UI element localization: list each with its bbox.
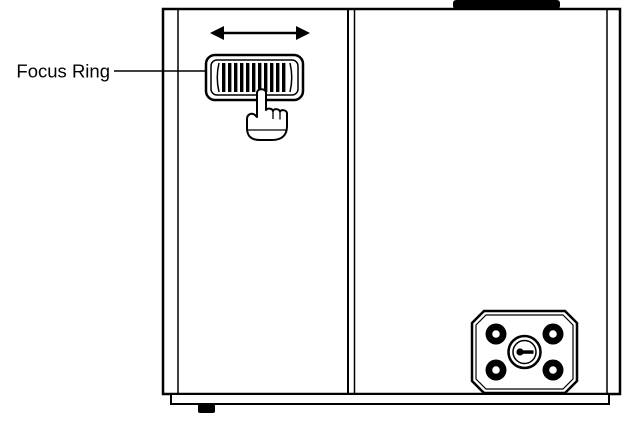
rib xyxy=(246,63,250,92)
keypad-center-button xyxy=(507,334,542,370)
base-strip xyxy=(170,393,610,405)
focus-ring-label: Focus Ring xyxy=(16,61,110,82)
wheel-end-right xyxy=(289,62,293,93)
direction-arrow-icon xyxy=(210,26,310,40)
rib xyxy=(276,63,280,92)
rib xyxy=(282,63,286,92)
rib xyxy=(240,63,244,92)
rib xyxy=(234,63,238,92)
rib xyxy=(270,63,274,92)
rib xyxy=(258,63,262,92)
keypad-inner-frame xyxy=(475,314,574,390)
wheel-end-left xyxy=(216,62,220,93)
arrow-head-right xyxy=(296,26,310,40)
button-inner xyxy=(549,366,557,374)
keypad-button-bottom-right xyxy=(542,359,564,381)
arrow-head-left xyxy=(210,26,224,40)
focus-ring-wheel xyxy=(204,53,305,102)
rib xyxy=(264,63,268,92)
foot-tab xyxy=(198,404,215,413)
rib xyxy=(252,63,256,92)
hand-outline xyxy=(246,88,288,141)
wheel-ribs xyxy=(222,63,286,92)
hand-pointer-icon xyxy=(246,88,288,141)
center-inner-ring xyxy=(512,339,537,365)
keypad-button-top-left xyxy=(485,323,507,345)
center-key-shaft xyxy=(522,350,534,354)
keypad-button-top-right xyxy=(542,323,564,345)
button-inner xyxy=(492,330,500,338)
keypad-button-bottom-left xyxy=(485,359,507,381)
button-inner xyxy=(492,366,500,374)
keypad xyxy=(470,309,579,395)
button-inner xyxy=(549,330,557,338)
rib xyxy=(222,63,226,92)
rib xyxy=(228,63,232,92)
lens-protrusion xyxy=(453,0,560,9)
center-key-head xyxy=(516,348,524,356)
